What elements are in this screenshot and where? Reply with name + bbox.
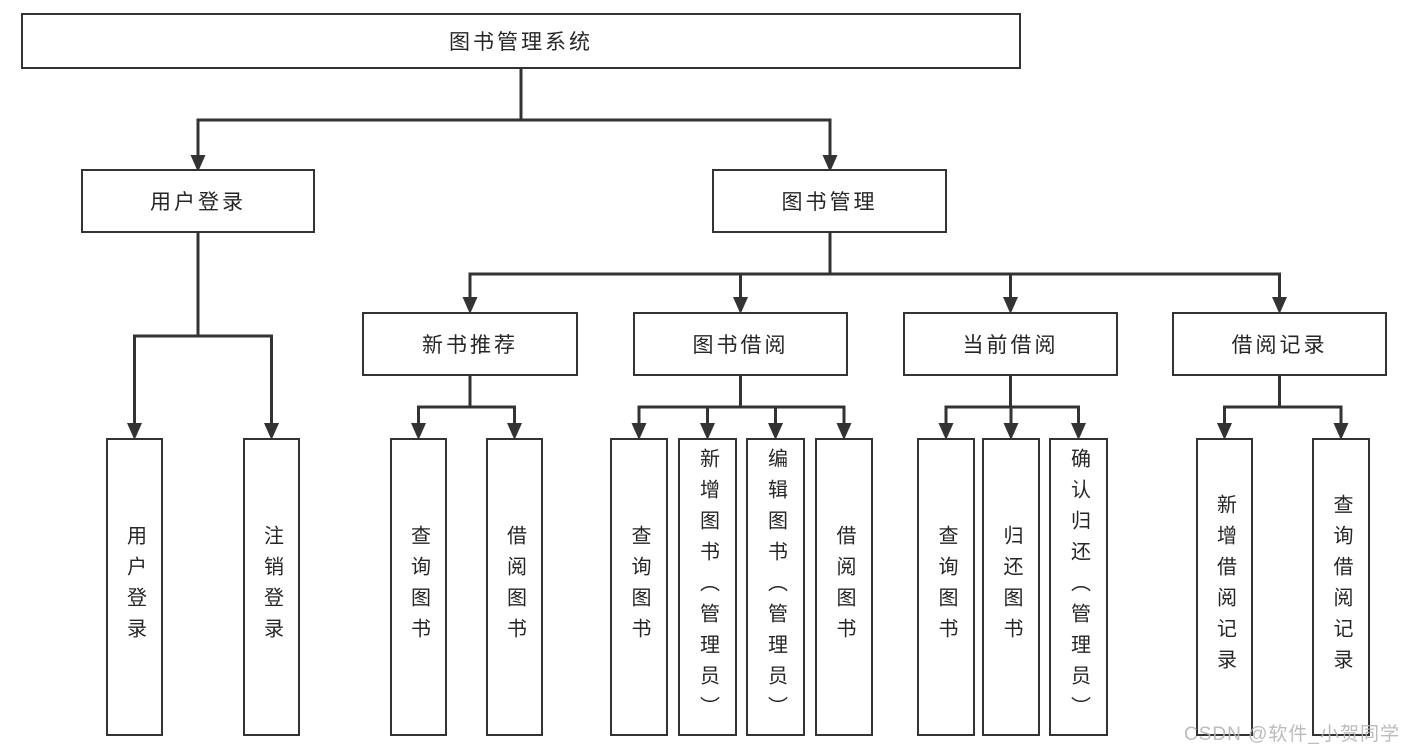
leaf-borrow-books: 借阅图书 [486,438,543,736]
node-current-borrow: 当前借阅 [903,312,1118,376]
node-book-management: 图书管理 [712,169,947,233]
leaf-add-borrow-record: 新增借阅记录 [1196,438,1253,736]
leaf-add-books-admin: 新增图书（管理员） [678,438,737,736]
leaf-borrow-books: 借阅图书 [815,438,873,736]
node-borrow-records: 借阅记录 [1172,312,1387,376]
leaf-query-books: 查询图书 [390,438,447,736]
leaf-user-login: 用户登录 [106,438,163,736]
leaf-confirm-return-admin: 确认归还（管理员） [1049,438,1108,736]
leaf-query-books: 查询图书 [917,438,975,736]
leaf-edit-books-admin: 编辑图书（管理员） [746,438,805,736]
leaf-return-books: 归还图书 [982,438,1040,736]
node-user-login: 用户登录 [81,169,315,233]
leaf-query-books: 查询图书 [610,438,668,736]
leaf-query-borrow-record: 查询借阅记录 [1312,438,1370,736]
node-book-borrow: 图书借阅 [633,312,848,376]
csdn-watermark: CSDN @软件_小贺同学 [1184,724,1400,745]
node-library-management-system: 图书管理系统 [21,13,1021,69]
leaf-logout: 注销登录 [243,438,300,736]
node-new-book-recommend: 新书推荐 [362,312,578,376]
